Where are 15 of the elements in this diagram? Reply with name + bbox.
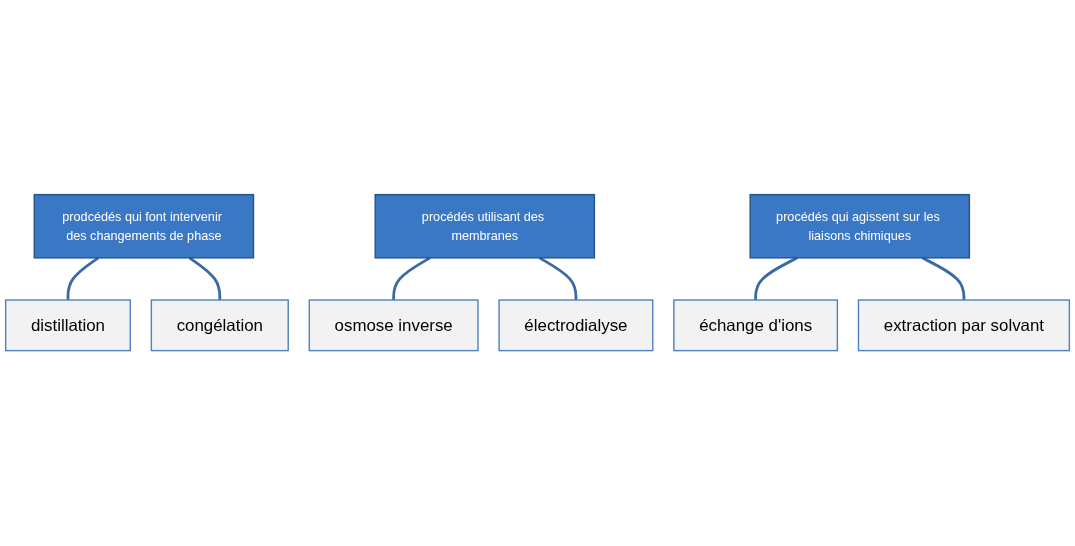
node-box: procédés qui agissent sur les liaisons chimiques bbox=[749, 194, 971, 259]
node-box: électrodialyse bbox=[498, 299, 654, 352]
node-box: congélation bbox=[150, 299, 289, 352]
node-box: distillation bbox=[4, 299, 131, 352]
connector bbox=[754, 257, 798, 301]
node-box: osmose inverse bbox=[308, 299, 479, 352]
connector bbox=[921, 257, 966, 301]
node-box: prodcédés qui font intervenir des changements de phase bbox=[33, 194, 255, 259]
connector bbox=[188, 257, 222, 301]
node-box: extraction par solvant bbox=[857, 299, 1071, 352]
connector bbox=[66, 257, 100, 301]
node-box: échange d'ions bbox=[673, 299, 839, 352]
node-box: procédés utilisant des membranes bbox=[374, 194, 596, 259]
connector bbox=[538, 257, 578, 301]
connector bbox=[392, 257, 431, 301]
